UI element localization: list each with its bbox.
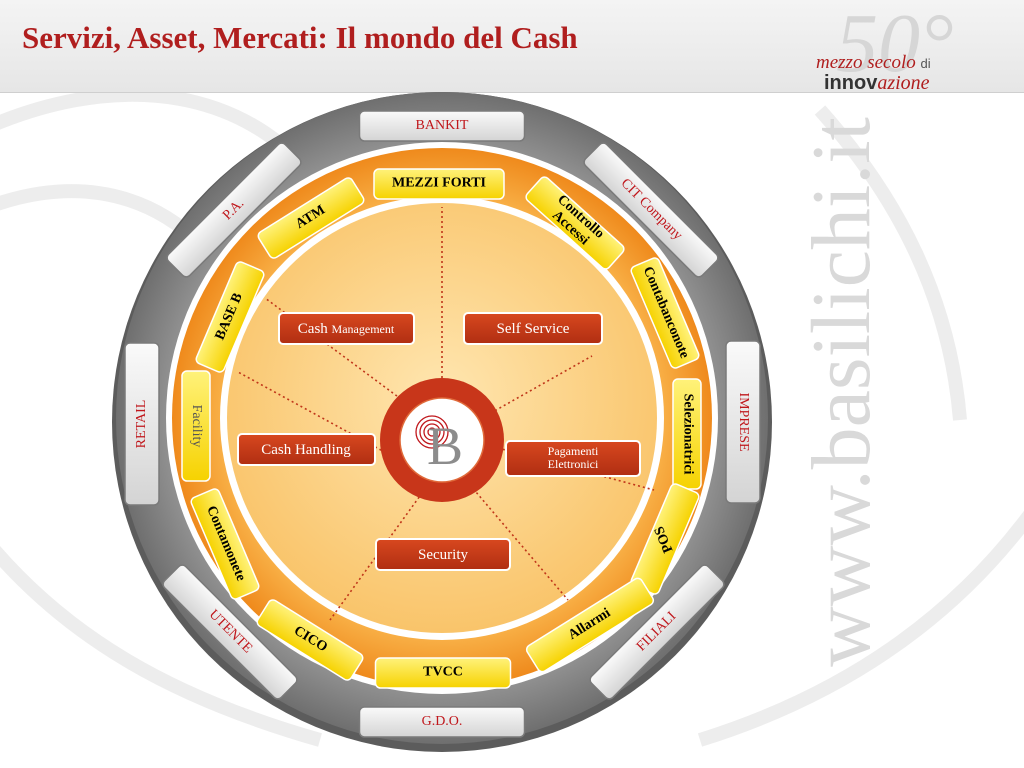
middle-label-selezionatrici: Selezionatrici — [680, 393, 696, 475]
middle-pill-cico — [256, 599, 364, 681]
outer-pill-imprese — [725, 340, 761, 504]
middle-pill-contamonete — [190, 488, 260, 600]
center-white-circle — [400, 398, 484, 482]
middle-pill-controllo-accessi — [525, 176, 625, 270]
outer-pill-p-a — [166, 142, 302, 278]
header-bar: Servizi, Asset, Mercati: Il mondo del Ca… — [0, 0, 1024, 94]
logo-tagline-bottom: innovazione — [824, 72, 930, 94]
outer-pill-cit-company — [583, 142, 719, 278]
spoke-6 — [237, 371, 391, 456]
service-self-service: Self Service — [496, 320, 570, 337]
outer-label-imprese: IMPRESE — [736, 392, 751, 452]
outer-pill-utente — [162, 564, 298, 700]
outer-pill-filiali — [589, 564, 725, 700]
middle-pill-base-b — [195, 261, 265, 373]
center-inner-border — [399, 397, 485, 483]
middle-label-tvcc: TVCC — [423, 664, 463, 680]
logo-number: 50° — [836, 0, 954, 90]
middle-pill-contabanconote — [630, 257, 700, 369]
outer-pill-bankit — [358, 110, 526, 142]
security-box — [375, 538, 511, 571]
logo: 50° mezzo secolo di innovazione — [806, 2, 976, 98]
service-security: Security — [418, 546, 468, 563]
self-service-box — [463, 312, 603, 345]
middle-pill-atm — [257, 177, 365, 259]
spoke-2 — [481, 355, 593, 419]
service-cash-handling: Cash Handling — [261, 441, 351, 458]
middle-ring-pills — [181, 168, 702, 689]
middle-label-facility: Facility — [189, 404, 204, 448]
outer-label-bankit: BANKIT — [415, 118, 469, 133]
spoke-4 — [469, 484, 569, 601]
outer-pill-g-d-o — [358, 706, 526, 738]
outer-ring-pills — [124, 110, 761, 738]
middle-label-mezzi-forti: MEZZI FORTI — [391, 175, 487, 191]
cash-handling-box — [237, 433, 376, 466]
cash-management-box — [278, 312, 415, 345]
middle-pill-tvcc — [374, 657, 512, 689]
pagamenti-elettronici-box — [505, 440, 641, 477]
outer-pill-retail — [124, 342, 160, 506]
middle-pill-mezzi-forti — [373, 168, 505, 200]
page-title: Servizi, Asset, Mercati: Il mondo del Ca… — [22, 20, 578, 55]
center-logo-letter: B — [426, 416, 464, 476]
center-signal-icon — [415, 415, 449, 449]
service-cash-management: Cash Management — [297, 320, 395, 337]
middle-pill-allarmi — [525, 577, 655, 673]
middle-pill-facility — [181, 370, 211, 482]
logo-tagline-top: mezzo secolo di — [816, 52, 931, 73]
outer-label-g-d-o: G.D.O. — [421, 714, 463, 729]
outer-label-retail: RETAIL — [134, 399, 149, 449]
